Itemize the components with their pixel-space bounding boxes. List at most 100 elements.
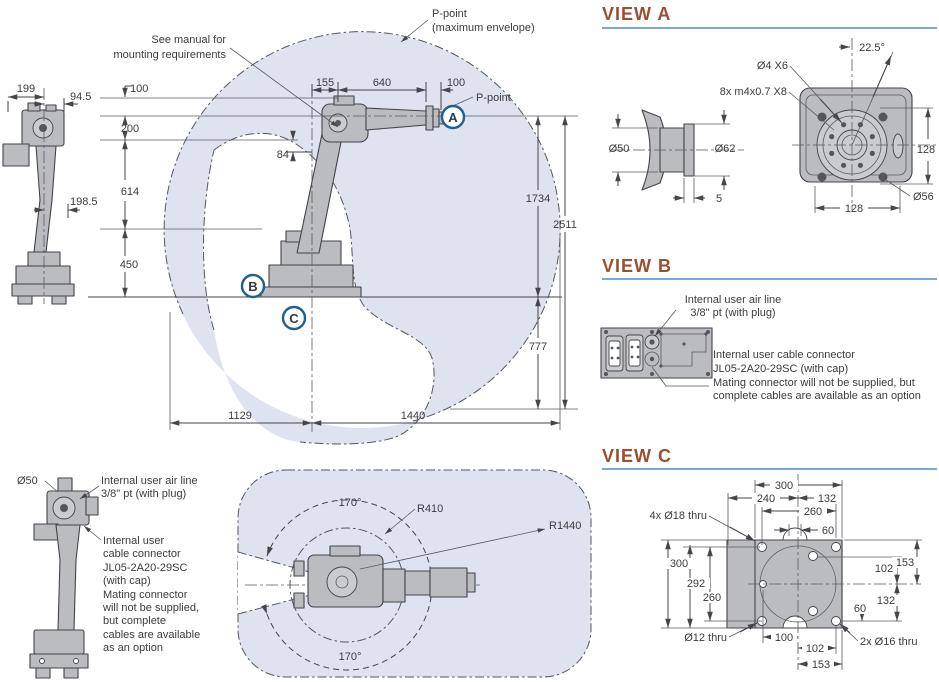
- flange-profile-dims: [612, 110, 730, 203]
- dim-22-5: 22.5°: [859, 42, 885, 54]
- dim-240: 240: [757, 493, 775, 505]
- view-a-title: VIEW A: [602, 4, 671, 24]
- rear-air-leader: [79, 485, 100, 500]
- work-envelope-fill: [163, 32, 560, 444]
- robot-rear-silhouette: [29, 477, 99, 679]
- dim-100-bottom: 100: [775, 632, 793, 644]
- dim-1440: 1440: [401, 410, 425, 422]
- hole-12-note: Ø12 thru: [684, 632, 727, 644]
- dim-100-right: 100: [447, 77, 465, 89]
- marker-a: A: [440, 104, 466, 130]
- dim-dia62: Ø62: [715, 143, 736, 155]
- view-b-title: VIEW B: [602, 256, 672, 276]
- dim-r410: R410: [417, 503, 443, 515]
- envelope-inner-boundary: [213, 132, 435, 445]
- marker-c: C: [281, 305, 307, 331]
- dim-102-right: 102: [875, 563, 893, 575]
- holes-16-note: 2x Ø16 thru: [860, 636, 917, 648]
- dim-300-left: 300: [670, 558, 688, 570]
- rear-air-1: Internal user air line: [101, 475, 198, 487]
- rear-cable-leader: [83, 525, 102, 541]
- air-line-leader: [654, 309, 677, 337]
- pmax-label-1: P-point: [432, 8, 467, 20]
- dim-128-bottom: 128: [845, 203, 863, 215]
- rear-note-line: cables are available: [103, 629, 200, 641]
- view-a: VIEW A Ø50 Ø62 5: [602, 4, 937, 215]
- plan-view: 170° R410 R1440 170°: [237, 469, 592, 678]
- dim-102-bottom: 102: [806, 643, 824, 655]
- marker-b-label: B: [248, 279, 257, 294]
- dim-153-bottom: 153: [812, 659, 830, 671]
- dim-198-5: 198.5: [70, 196, 98, 208]
- robot-side-silhouette: [260, 95, 444, 298]
- connector-plate: [600, 327, 713, 379]
- dim-128-right: 128: [917, 144, 935, 156]
- dim-777: 777: [529, 341, 547, 353]
- dim-lines-left: [122, 116, 312, 297]
- r410-leader: [384, 508, 416, 535]
- dim-dia56: Ø56: [913, 191, 934, 203]
- side-profile-view: 199 94.5 198.5: [2, 83, 98, 305]
- mating-note-1: Mating connector will not be supplied, b…: [713, 377, 915, 389]
- view-c: VIEW C: [602, 446, 937, 671]
- dim-lines-right: [535, 116, 568, 409]
- rear-view: Ø50 Internal user air line 3/8" pt (with…: [17, 475, 200, 679]
- dim-199: 199: [17, 83, 35, 95]
- dia50-leader: [44, 480, 59, 493]
- envelope-leader: [400, 19, 429, 43]
- view-c-title: VIEW C: [602, 446, 672, 466]
- hole-note-1: Ø4 X6: [757, 60, 788, 72]
- dim-60-right: 60: [854, 603, 866, 615]
- dim-132-top: 132: [818, 493, 836, 505]
- plate-dims: [661, 480, 922, 670]
- dim-dia50: Ø50: [609, 143, 630, 155]
- holes-18-note: 4x Ø18 thru: [650, 510, 707, 522]
- rear-air-2: 3/8" pt (with plug): [101, 488, 186, 500]
- dim-153-right: 153: [896, 557, 914, 569]
- ppoint-label: P-point: [476, 92, 511, 104]
- dim-lines-top: [122, 82, 453, 110]
- dim-60-top: 60: [822, 525, 834, 537]
- cable-label-2: JL05-2A20-29SC (with cap): [713, 363, 848, 375]
- view-b: VIEW B Internal user air line 3/8" pt (w…: [600, 256, 937, 402]
- rear-note-line: Internal user: [103, 535, 164, 547]
- dim-155: 155: [316, 77, 334, 89]
- hole-note-2: 8x m4x0.7 X8: [720, 86, 787, 98]
- dim-260-left: 260: [703, 592, 721, 604]
- dim-1734: 1734: [526, 193, 550, 205]
- marker-b: B: [240, 273, 266, 299]
- flange-face-dims: [788, 44, 933, 213]
- dim-300-top: 300: [775, 480, 793, 492]
- cable-leader: [651, 366, 709, 387]
- rear-note-line: (with cap): [103, 575, 151, 587]
- mating-note-2: complete cables are available as an opti…: [713, 390, 921, 402]
- air-line-label-1: Internal user air line: [685, 294, 782, 306]
- marker-a-label: A: [448, 110, 458, 125]
- rear-note-line: JL05-2A20-29SC: [103, 562, 187, 574]
- dim-1129: 1129: [228, 410, 252, 422]
- marker-c-label: C: [289, 311, 299, 326]
- dim-132-right: 132: [877, 595, 895, 607]
- note-mounting-1: See manual for: [151, 34, 226, 46]
- dim-170-top: 170°: [339, 497, 362, 509]
- side-dims: [7, 94, 80, 218]
- dim-200: 200: [121, 123, 139, 135]
- dim-614: 614: [121, 186, 139, 198]
- air-line-label-2: 3/8" pt (with plug): [690, 307, 775, 319]
- robot-side-profile: [2, 102, 75, 305]
- r1440-leader: [359, 528, 546, 570]
- dim-r1440: R1440: [549, 520, 581, 532]
- cable-label-1: Internal user cable connector: [713, 349, 855, 361]
- dim-84: 84: [277, 149, 289, 161]
- pmax-label-2: (maximum envelope): [432, 22, 535, 34]
- see-manual-leader: [229, 47, 339, 128]
- rear-note-line: will not be supplied,: [102, 602, 199, 614]
- dim-640: 640: [373, 77, 391, 89]
- rear-note-line: Mating connector: [103, 589, 188, 601]
- dim-2511: 2511: [553, 219, 577, 231]
- envelope-crescent-edge: [203, 149, 215, 331]
- rear-dia50: Ø50: [17, 475, 38, 487]
- envelope-outer-arc: [163, 31, 561, 422]
- dim-292: 292: [687, 578, 705, 590]
